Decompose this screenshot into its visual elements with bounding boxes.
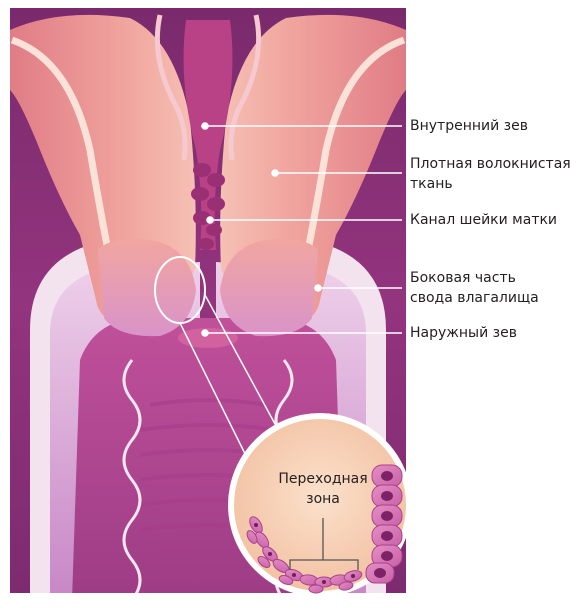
label-transition-zone-line1: Переходная	[268, 470, 378, 488]
label-fibrous-tissue-line1: Плотная волокнистая	[410, 155, 571, 173]
label-external-os: Наружный зев	[410, 324, 517, 342]
label-transition-zone-line2: зона	[268, 490, 378, 508]
label-internal-os: Внутренний зев	[410, 117, 528, 135]
label-fornix-line2: свода влагалища	[410, 289, 539, 307]
label-fornix-line1: Боковая часть	[410, 269, 516, 287]
label-cervical-canal: Канал шейки матки	[410, 211, 557, 229]
label-fibrous-tissue-line2: ткань	[410, 175, 453, 193]
